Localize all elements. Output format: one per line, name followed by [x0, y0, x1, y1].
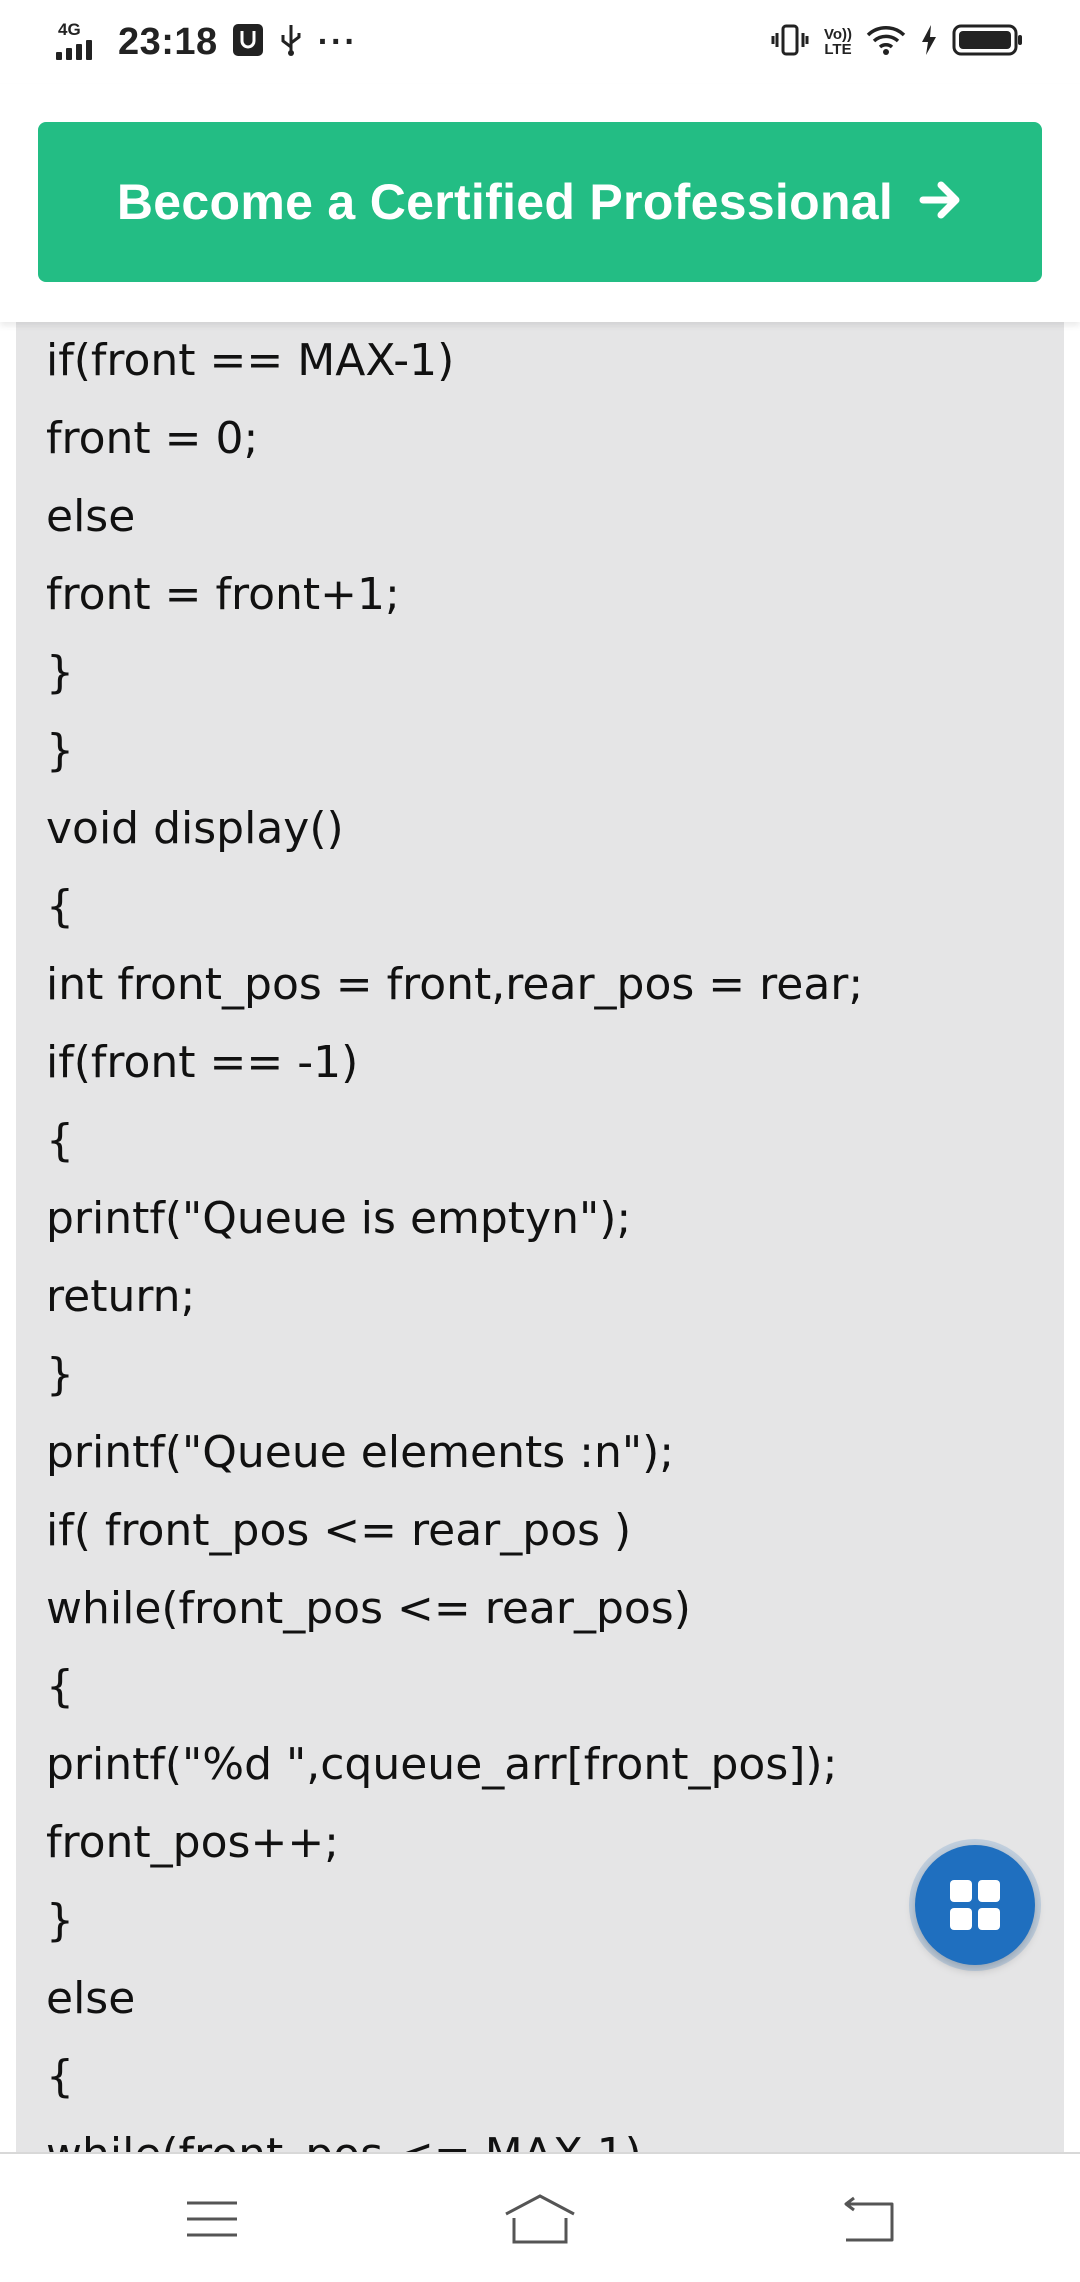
code-line: void display(): [46, 803, 344, 854]
code-line: return;: [46, 1271, 196, 1322]
certified-professional-button[interactable]: Become a Certified Professional: [38, 122, 1042, 282]
code-line: }: [46, 647, 74, 698]
code-line: else: [46, 491, 136, 542]
network-type: 4G: [58, 20, 81, 39]
menu-icon: [187, 2201, 237, 2237]
home-button[interactable]: [500, 2184, 580, 2254]
code-line: int front_pos = front,rear_pos = rear;: [46, 959, 864, 1010]
code-line: while(front_pos <= MAX-1): [46, 2116, 863, 2152]
code-line: if( front_pos <= rear_pos ): [46, 1505, 632, 1556]
code-line: front = 0;: [46, 413, 259, 464]
back-icon: [844, 2196, 894, 2242]
volte-icon: Vo)) LTE: [824, 27, 852, 57]
home-icon: [505, 2194, 575, 2244]
arrow-right-icon: [919, 178, 963, 227]
menu-button[interactable]: [172, 2184, 252, 2254]
code-line: if(front == -1): [46, 1037, 359, 1088]
code-line: front_pos++;: [46, 1817, 340, 1868]
lte-label: LTE: [824, 41, 852, 58]
grid-menu-button[interactable]: [915, 1845, 1035, 1965]
volte-label: Vo)): [823, 26, 852, 43]
code-line: {: [46, 1115, 74, 1166]
clock: 23:18: [118, 20, 218, 63]
code-block: if(front == MAX-1) front = 0; else front = …: [16, 322, 1064, 2152]
code-line: }: [46, 1895, 74, 1946]
code-line: else: [46, 1973, 136, 2024]
code-line: }: [46, 725, 74, 776]
back-button[interactable]: [828, 2184, 908, 2254]
code-line: {: [46, 1661, 74, 1712]
code-line: printf("%d ",cqueue_arr[front_pos]);: [46, 1739, 838, 1790]
code-line: {: [46, 881, 74, 932]
code-line: printf("Queue is emptyn");: [46, 1193, 632, 1244]
cta-label: Become a Certified Professional: [116, 174, 894, 230]
code-line: if(front == MAX-1): [46, 335, 455, 386]
cta-banner: Become a Certified Professional: [0, 84, 1080, 322]
wifi-icon: [866, 24, 906, 61]
usb-debug-icon: [232, 23, 264, 62]
code-line: printf("Queue elements :n");: [46, 1427, 675, 1478]
vibrate-icon: [770, 23, 810, 62]
usb-icon: [278, 23, 304, 62]
code-line: {: [46, 2051, 74, 2102]
cellular-signal-icon: 4G: [56, 20, 104, 64]
grid-icon: [950, 1880, 1000, 1930]
system-navigation-bar: [0, 2152, 1080, 2282]
charging-icon: [920, 24, 938, 61]
status-bar: 4G 23:18 ··· Vo)) LTE: [0, 0, 1080, 84]
more-notifications: ···: [317, 22, 358, 61]
code-line: front = front+1;: [46, 569, 400, 620]
code-line: }: [46, 1349, 74, 1400]
code-line: while(front_pos <= rear_pos): [46, 1583, 691, 1634]
battery-icon: [952, 23, 1024, 62]
code-lines: if(front == MAX-1) front = 0; else front = …: [46, 322, 863, 2152]
